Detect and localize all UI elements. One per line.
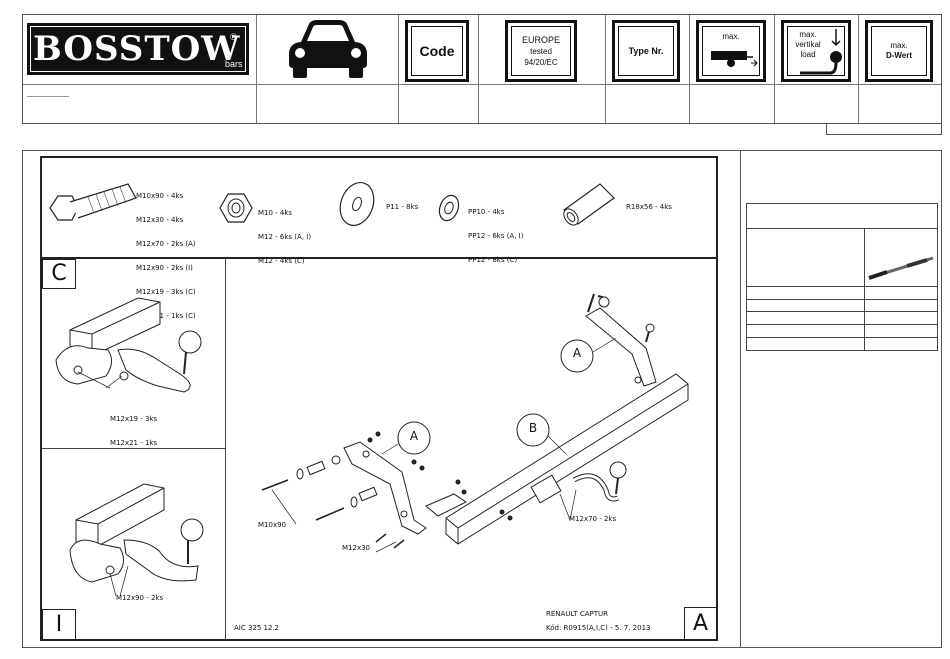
logo-registered-mark: ® [230, 32, 237, 42]
nut-spec: M10 - 4ks [258, 209, 293, 217]
spacer-spec: R18x56 - 4ks [626, 203, 672, 211]
europe-label: EUROPE [521, 34, 560, 45]
assembly-drawing [261, 293, 689, 553]
panel-c-illustration [55, 297, 202, 393]
directive-label: 94/20/EC [524, 57, 558, 67]
bolt-spec: M12x19 - 3ks (C) [136, 288, 196, 296]
small-washer-list: PP10 - 4ks PP12 - 6ks (A, I) PP12 - 8ks … [468, 192, 523, 272]
type-nr-box: Type Nr. [612, 20, 680, 82]
header-table: BOSSTOW ® bars Code EUROPE tested 94/20/… [22, 14, 942, 124]
bolt-spec: M12x70 - 2ks (A) [136, 240, 196, 248]
max-trailer-box: max. [696, 20, 766, 82]
tow-ball-load-icon [800, 29, 842, 75]
panel-c-letter: C [51, 261, 67, 286]
large-washer-spec: P11 - 8ks [386, 203, 419, 211]
bolt-spec: M12x90 - 2ks (I) [136, 264, 193, 272]
small-washer-spec: PP12 - 6ks (A, I) [468, 232, 524, 240]
vehicle-name: RENAULT CAPTUR [546, 610, 609, 618]
panel-c-bolt-spec: M12x21 - 1ks [110, 439, 158, 447]
tested-label: tested [530, 46, 552, 56]
nut-icon [219, 193, 253, 223]
drawing-number: AIC 325 12.2 [234, 624, 280, 632]
dwert-label: D-Wert [885, 51, 913, 60]
nut-list: M10 - 4ks M12 - 6ks (A, I) M12 - 4ks (C) [258, 193, 311, 273]
small-washer-spec: PP10 - 4ks [468, 208, 505, 216]
drawing-frame [22, 150, 942, 648]
car-icon [289, 20, 367, 78]
vertical-label: vertikal [795, 40, 821, 49]
panel-i-letter: I [55, 612, 63, 637]
bolt-icon [49, 183, 137, 221]
bolt-spec: M12x30 - 4ks [136, 216, 184, 224]
code-box: Code [405, 20, 469, 82]
label-m10x90: M10x90 [258, 521, 286, 529]
nut-spec: M12 - 6ks (A, I) [258, 233, 312, 241]
panel-i-letter-box: I [42, 609, 76, 640]
code-line: Kód: R0915(A,I,C) - 5. 7. 2013 [546, 624, 651, 632]
bolt-spec: M10x90 - 4ks [136, 192, 184, 200]
torque-wrench-icon [868, 256, 934, 280]
trailer-icon [711, 51, 758, 67]
callout-a-mid: A [409, 429, 419, 443]
panel-i-bolt-spec: M12x90 - 2ks [116, 594, 164, 602]
small-washer-spec: PP12 - 8ks (C) [468, 256, 518, 264]
nut-spec: M12 - 4ks (C) [258, 257, 305, 265]
small-washer-icon [438, 194, 460, 222]
vertical-max-label: max. [799, 30, 817, 39]
vertical-load-box: max. vertikal load [781, 20, 851, 82]
label-m12x70: M12x70 - 2ks [569, 515, 617, 523]
code-label: Code [419, 43, 455, 59]
panel-a-letter: A [692, 611, 709, 636]
label-m12x30: M12x30 [342, 544, 370, 552]
panel-a-letter-box: A [684, 607, 717, 640]
load-label: load [800, 50, 816, 59]
large-washer-icon [339, 182, 375, 226]
panel-c-bolt-spec: M12x19 - 3ks [110, 415, 158, 423]
max-trailer-label: max. [722, 32, 740, 41]
d-wert-box: max. D-Wert [865, 20, 933, 82]
drawing-inner-border [40, 156, 718, 641]
europe-tested-box: EUROPE tested 94/20/EC [505, 20, 577, 82]
panel-i-illustration [69, 483, 204, 597]
panel-c-bolt-list: M12x19 - 3ks M12x21 - 1ks [110, 399, 157, 455]
logo-brand-text: BOSSTOW [33, 29, 241, 69]
dwert-max-label: max. [890, 41, 908, 50]
type-nr-label: Type Nr. [628, 46, 664, 56]
spacer-tube-icon [563, 183, 615, 226]
panel-c-letter-box: C [42, 259, 76, 289]
bosstow-logo: BOSSTOW ® bars [27, 23, 249, 75]
logo-sub-text: bars [225, 59, 243, 69]
callout-b: B [528, 421, 538, 435]
torque-table [746, 203, 938, 351]
callout-a-top: A [572, 346, 582, 360]
header-tab [826, 123, 942, 135]
